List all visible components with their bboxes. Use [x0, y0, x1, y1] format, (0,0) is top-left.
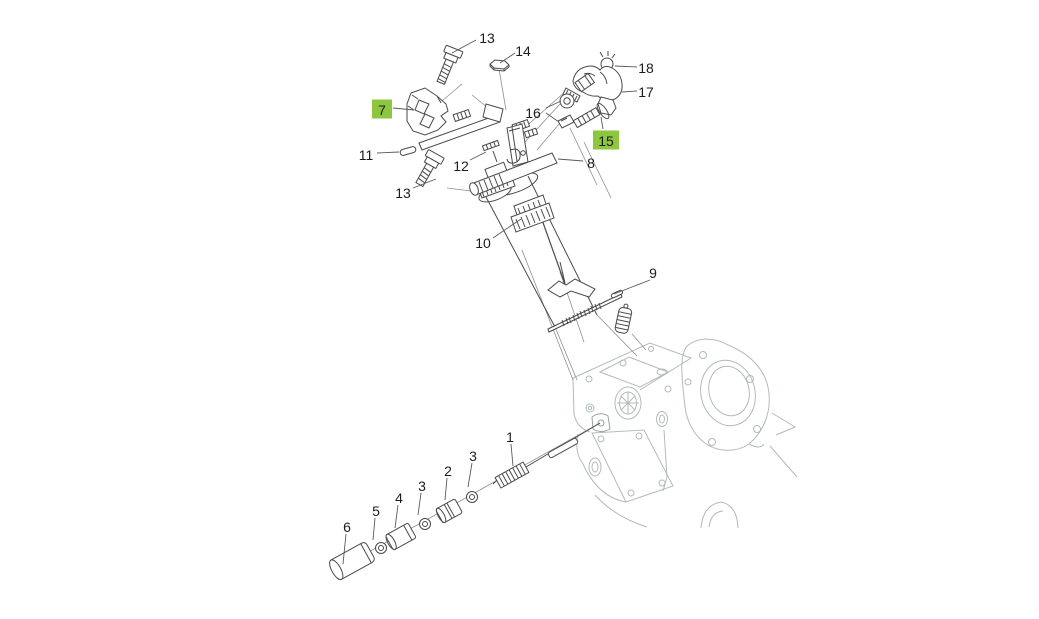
part-number-label: 9: [649, 265, 657, 281]
part-number-label: 5: [372, 503, 380, 519]
leader-line: [394, 504, 399, 529]
part-callout-9[interactable]: 9: [649, 265, 657, 281]
part-callout-6[interactable]: 6: [343, 519, 351, 535]
part-lever-17-assembly: [557, 51, 623, 129]
part-number-label: 13: [395, 185, 411, 201]
part-callout-13[interactable]: 13: [479, 30, 495, 46]
part-stud-12: [481, 139, 500, 163]
part-callout-10[interactable]: 10: [475, 235, 491, 251]
part-callout-5[interactable]: 5: [372, 503, 380, 519]
leader-line: [613, 279, 651, 295]
part-callout-7[interactable]: 7: [372, 99, 392, 119]
gearbox-housing: [572, 338, 798, 529]
part-bolt-13-top: [436, 44, 464, 85]
part-callout-16[interactable]: 16: [525, 105, 541, 121]
part-callout-11[interactable]: 11: [359, 147, 374, 163]
part-number-label: 11: [359, 147, 374, 163]
part-nut-14: [489, 59, 510, 72]
highlight-box: [372, 99, 392, 119]
part-number-label: 8: [587, 155, 595, 171]
part-number-label: 6: [343, 519, 351, 535]
leader-line: [469, 151, 487, 161]
part-number-label: 3: [418, 478, 426, 494]
part-pin-11: [399, 146, 417, 156]
part-bracket-7: [406, 87, 449, 136]
part-number-label: 18: [638, 60, 654, 76]
part-tube-6: [329, 542, 375, 581]
part-number-label: 10: [475, 235, 491, 251]
leader-line: [492, 218, 522, 239]
part-number-label: 3: [469, 448, 477, 464]
part-callout-18[interactable]: 18: [638, 60, 654, 76]
part-sleeve-4: [385, 523, 417, 551]
part-number-label: 7: [378, 102, 386, 118]
part-rod-9: [547, 289, 633, 334]
part-number-label: 12: [453, 158, 469, 174]
part-plate-8: [469, 152, 558, 203]
leader-line: [499, 52, 516, 64]
part-callout-3[interactable]: 3: [469, 448, 477, 464]
part-number-label: 16: [525, 105, 541, 121]
part-ring-5: [375, 542, 387, 554]
leader-line: [614, 65, 638, 68]
part-number-label: 13: [479, 30, 495, 46]
leader-line: [376, 151, 400, 154]
leader-line: [600, 116, 604, 130]
part-washer-3-left: [419, 518, 431, 530]
part-callout-4[interactable]: 4: [395, 490, 403, 506]
part-piston-2: [435, 498, 463, 524]
part-number-label: 2: [444, 463, 452, 479]
part-callout-8[interactable]: 8: [587, 155, 595, 171]
part-bolt-13-lower: [415, 149, 445, 188]
parts-linework: [329, 44, 633, 581]
part-callout-12[interactable]: 12: [453, 158, 469, 174]
part-spring-10: [510, 194, 555, 233]
part-number-label: 15: [598, 133, 614, 149]
leader-line: [444, 477, 448, 501]
leader-line: [342, 533, 347, 565]
leader-line: [557, 158, 584, 162]
part-shaft-1: [492, 422, 601, 489]
part-callout-13[interactable]: 13: [395, 185, 411, 201]
leader-line: [510, 443, 514, 467]
part-number-label: 17: [638, 84, 654, 100]
part-callout-1[interactable]: 1: [506, 429, 514, 445]
leader-line: [545, 100, 562, 109]
leader-line: [451, 39, 477, 54]
leader-line: [417, 492, 422, 516]
part-washer-3-right: [466, 491, 478, 503]
part-callout-17[interactable]: 17: [638, 84, 654, 100]
part-callout-2[interactable]: 2: [444, 463, 452, 479]
part-callout-14[interactable]: 14: [515, 43, 531, 59]
part-callout-15[interactable]: 15: [593, 130, 619, 150]
leader-line: [392, 107, 415, 111]
leader-line: [545, 112, 560, 123]
part-callout-3[interactable]: 3: [418, 478, 426, 494]
part-number-label: 4: [395, 490, 403, 506]
leader-line: [467, 462, 473, 488]
leader-line: [412, 178, 437, 189]
leader-line: [621, 90, 638, 93]
part-shift-fork: [547, 261, 596, 298]
part-shift-post: [506, 123, 529, 167]
highlight-box: [593, 130, 619, 150]
part-number-label: 14: [515, 43, 531, 59]
part-number-label: 1: [506, 429, 514, 445]
shaft-entry-boss: [591, 413, 611, 432]
leader-lines: [342, 39, 651, 565]
leader-line: [372, 517, 376, 541]
